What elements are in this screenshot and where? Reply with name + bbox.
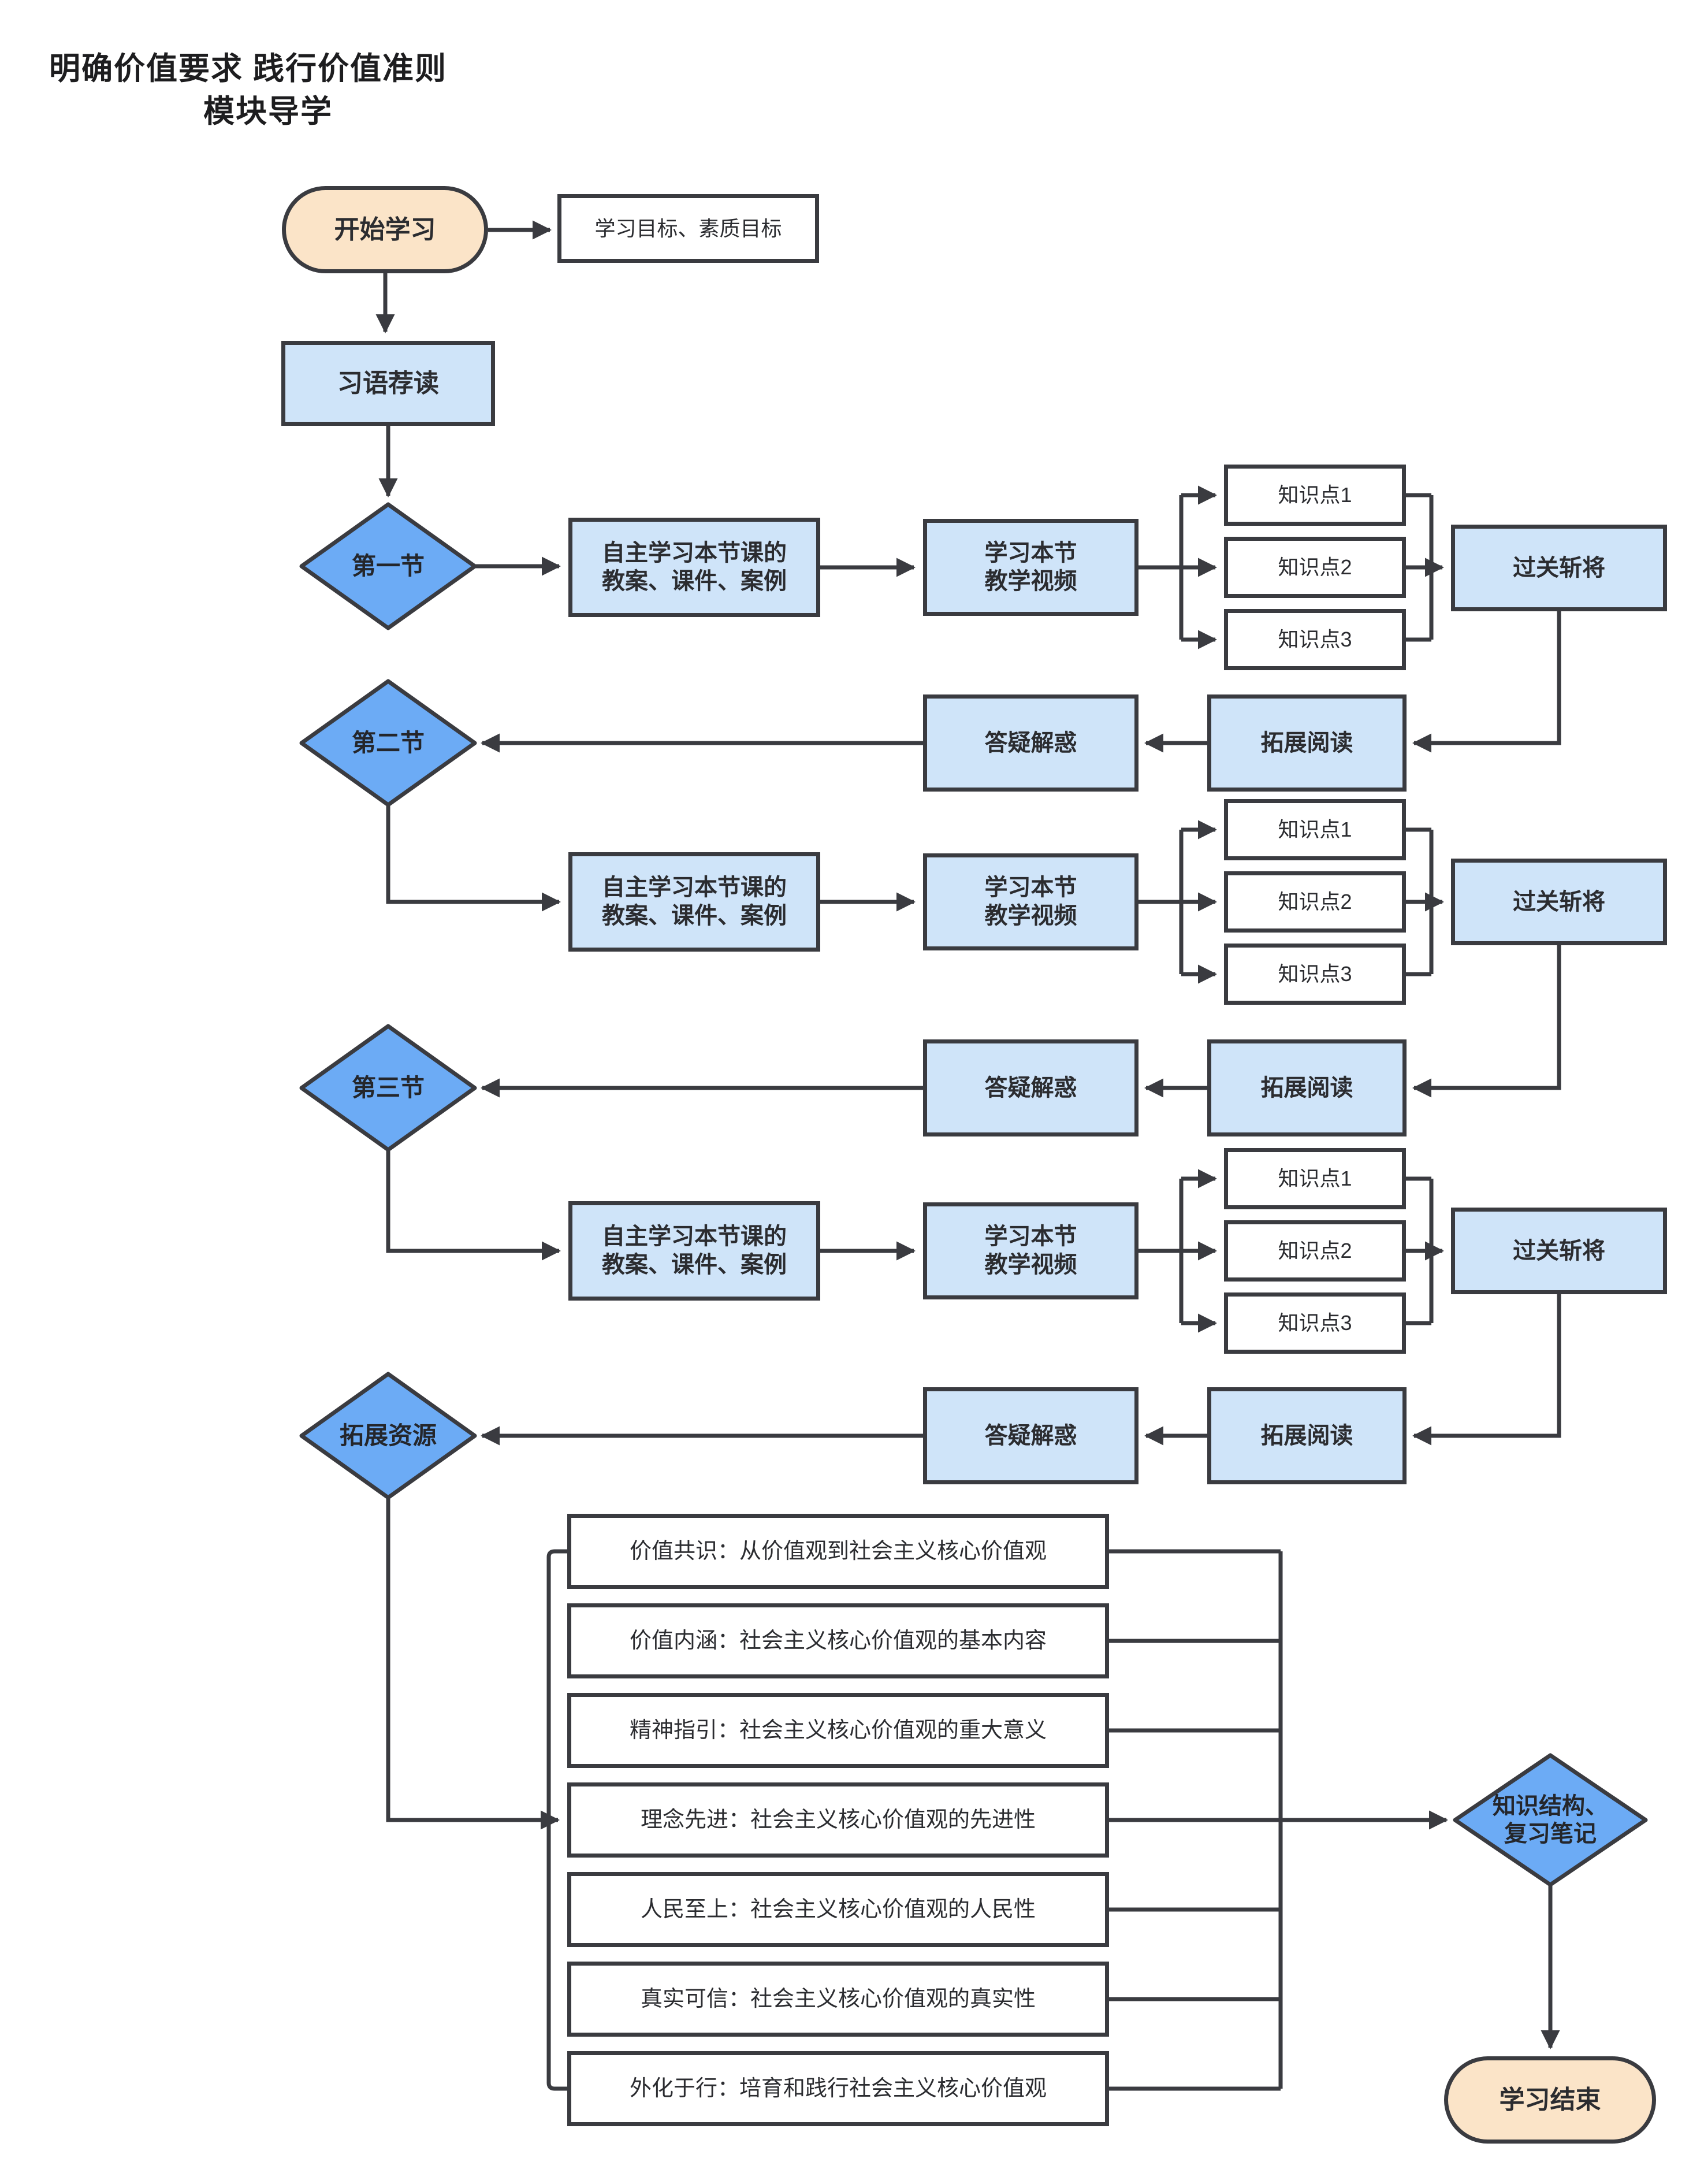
kp-box-2-3: 知识点3 bbox=[1224, 944, 1406, 1005]
self-study-3-line-1: 自主学习本节课的 bbox=[602, 1224, 787, 1250]
reading-box-3: 拓展阅读 bbox=[1207, 1387, 1407, 1484]
arrow-s3-diamond-to-study bbox=[386, 1150, 561, 1261]
self-study-1-line-1: 自主学习本节课的 bbox=[602, 540, 787, 566]
resources-diamond bbox=[299, 1372, 477, 1500]
self-study-box-1: 自主学习本节课的 教案、课件、案例 bbox=[568, 518, 820, 617]
section-3-diamond bbox=[299, 1024, 477, 1152]
section-1-diamond-label: 第一节 bbox=[351, 552, 425, 580]
collector-s2 bbox=[1406, 827, 1434, 976]
goals-box: 学习目标、素质目标 bbox=[557, 194, 819, 263]
pass-box-2: 过关斩将 bbox=[1451, 859, 1667, 945]
section-2-diamond bbox=[299, 679, 477, 807]
collector-s1 bbox=[1406, 493, 1434, 642]
kp-box-2-2: 知识点2 bbox=[1224, 871, 1406, 933]
arrow-s3-pass-to-reading bbox=[1412, 1294, 1561, 1446]
arrow-s2-pass-to-reading bbox=[1412, 945, 1561, 1098]
pass-box-3: 过关斩将 bbox=[1451, 1208, 1667, 1294]
video-box-3: 学习本节 教学视频 bbox=[923, 1202, 1139, 1299]
idiom-box: 习语荐读 bbox=[281, 341, 495, 426]
resources-diamond-label: 拓展资源 bbox=[339, 1421, 437, 1449]
video-2-line-1: 学习本节 bbox=[984, 875, 1077, 901]
kp-box-1-3: 知识点3 bbox=[1224, 609, 1406, 670]
summary-diamond-label: 知识结构、 复习笔记 bbox=[1455, 1785, 1646, 1855]
self-study-3-line-2: 教案、课件、案例 bbox=[602, 1252, 787, 1277]
video-2-line-2: 教学视频 bbox=[984, 903, 1077, 928]
video-box-2: 学习本节 教学视频 bbox=[923, 853, 1139, 950]
self-study-1-line-2: 教案、课件、案例 bbox=[602, 569, 787, 594]
reading-box-1: 拓展阅读 bbox=[1207, 694, 1407, 792]
self-study-2-line-2: 教案、课件、案例 bbox=[602, 903, 787, 928]
kp-box-1-2: 知识点2 bbox=[1224, 537, 1406, 598]
summary-line-2: 复习笔记 bbox=[1504, 1821, 1597, 1847]
resource-item-1: 价值共识：从价值观到社会主义核心价值观 bbox=[567, 1514, 1109, 1589]
section-3-diamond-label: 第三节 bbox=[351, 1074, 425, 1101]
self-study-box-2: 自主学习本节课的 教案、课件、案例 bbox=[568, 852, 820, 952]
right-bus bbox=[1109, 1549, 1283, 2091]
kp-box-1-1: 知识点1 bbox=[1224, 465, 1406, 526]
video-1-line-2: 教学视频 bbox=[984, 569, 1077, 594]
summary-line-1: 知识结构、 bbox=[1493, 1793, 1608, 1819]
reading-box-2: 拓展阅读 bbox=[1207, 1039, 1407, 1136]
pass-box-1: 过关斩将 bbox=[1451, 525, 1667, 611]
qa-box-3: 答疑解惑 bbox=[923, 1387, 1139, 1484]
page-title: 明确价值要求 践行价值准则 bbox=[49, 51, 448, 86]
qa-box-1: 答疑解惑 bbox=[923, 694, 1139, 792]
resource-item-7: 外化于行：培育和践行社会主义核心价值观 bbox=[567, 2051, 1109, 2126]
collector-s3 bbox=[1406, 1176, 1434, 1325]
kp-box-3-3: 知识点3 bbox=[1224, 1292, 1406, 1354]
resource-item-5: 人民至上：社会主义核心价值观的人民性 bbox=[567, 1872, 1109, 1947]
kp-box-3-2: 知识点2 bbox=[1224, 1220, 1406, 1282]
video-1-line-1: 学习本节 bbox=[984, 540, 1077, 566]
summary-diamond bbox=[1453, 1753, 1648, 1887]
self-study-2-line-1: 自主学习本节课的 bbox=[602, 875, 787, 901]
video-box-1: 学习本节 教学视频 bbox=[923, 519, 1139, 616]
kp-box-2-1: 知识点1 bbox=[1224, 799, 1406, 860]
kp-box-3-1: 知识点1 bbox=[1224, 1148, 1406, 1209]
section-1-diamond bbox=[299, 502, 477, 630]
video-3-line-1: 学习本节 bbox=[984, 1224, 1077, 1250]
self-study-box-3: 自主学习本节课的 教案、课件、案例 bbox=[568, 1201, 820, 1301]
resource-item-4: 理念先进：社会主义核心价值观的先进性 bbox=[567, 1782, 1109, 1858]
resource-item-2: 价值内涵：社会主义核心价值观的基本内容 bbox=[567, 1603, 1109, 1678]
video-3-line-2: 教学视频 bbox=[984, 1252, 1077, 1277]
arrow-s1-pass-to-reading bbox=[1412, 611, 1561, 753]
resource-item-3: 精神指引：社会主义核心价值观的重大意义 bbox=[567, 1693, 1109, 1768]
resource-item-6: 真实可信：社会主义核心价值观的真实性 bbox=[567, 1962, 1109, 2037]
arrow-s2-diamond-to-study bbox=[386, 805, 561, 912]
left-bracket bbox=[546, 1549, 567, 2091]
arrow-resources-to-list bbox=[386, 1498, 560, 1830]
end-terminator: 学习结束 bbox=[1444, 2056, 1656, 2144]
page-subtitle: 模块导学 bbox=[203, 94, 333, 129]
qa-box-2: 答疑解惑 bbox=[923, 1039, 1139, 1136]
section-2-diamond-label: 第二节 bbox=[351, 729, 425, 756]
start-terminator: 开始学习 bbox=[282, 186, 488, 273]
